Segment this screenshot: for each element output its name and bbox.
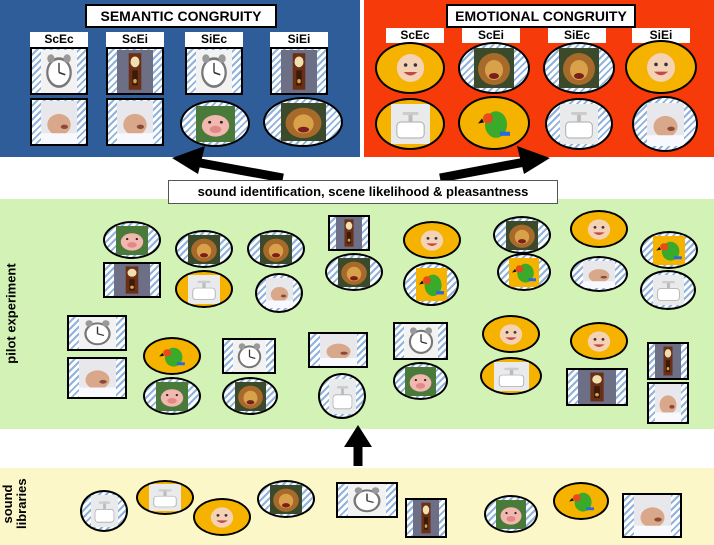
stimulus-tile: [625, 40, 697, 94]
semantic-panel-title: SEMANTIC CONGRUITY: [85, 4, 277, 28]
stimulus-tile: [458, 42, 530, 94]
semantic-condition-scei: ScEi: [106, 32, 164, 47]
stimulus-tile: [622, 493, 682, 538]
stimulus-tile: [570, 210, 628, 248]
stimulus-tile: [180, 100, 250, 147]
emotional-condition-scei: ScEi: [462, 28, 520, 43]
stimulus-tile: [263, 97, 343, 147]
stimulus-tile: [175, 270, 233, 308]
stimulus-tile: [106, 47, 164, 95]
stimulus-tile: [480, 357, 542, 395]
emotional-condition-siei: SiEi: [632, 28, 690, 43]
stimulus-tile: [375, 42, 445, 94]
pilot-experiment-label: pilot experiment: [3, 263, 19, 364]
arrow-from-libraries: [344, 425, 372, 466]
emotional-condition-siec: SiEc: [548, 28, 606, 43]
stimulus-tile: [545, 98, 613, 150]
stimulus-tile: [30, 47, 88, 95]
stimulus-tile: [247, 230, 305, 268]
arrow-to-emotional: [439, 146, 550, 183]
semantic-condition-siei: SiEi: [270, 32, 328, 47]
stimulus-tile: [647, 382, 689, 424]
stimulus-tile: [570, 322, 628, 360]
stimulus-tile: [30, 98, 88, 146]
stimulus-tile: [566, 368, 628, 406]
stimulus-tile: [647, 342, 689, 380]
emotional-condition-scec: ScEc: [386, 28, 444, 43]
stimulus-tile: [103, 262, 161, 298]
stimulus-tile: [543, 42, 615, 94]
ratings-bar: sound identification, scene likelihood &…: [168, 180, 558, 204]
stimulus-tile: [336, 482, 398, 518]
stimulus-tile: [185, 47, 243, 95]
stimulus-tile: [222, 377, 278, 415]
stimulus-tile: [393, 362, 448, 400]
stimulus-tile: [106, 98, 164, 146]
stimulus-tile: [308, 332, 368, 368]
stimulus-tile: [175, 230, 233, 268]
stimulus-tile: [193, 498, 251, 536]
stimulus-tile: [497, 253, 551, 291]
stimulus-tile: [640, 231, 698, 269]
stimulus-tile: [318, 373, 366, 419]
stimulus-tile: [103, 221, 161, 259]
stimulus-tile: [255, 273, 303, 313]
stimulus-tile: [570, 256, 628, 292]
stimulus-tile: [484, 495, 538, 533]
stimulus-tile: [143, 337, 201, 375]
stimulus-tile: [640, 270, 696, 310]
stimulus-tile: [403, 221, 461, 259]
semantic-condition-scec: ScEc: [30, 32, 88, 47]
stimulus-tile: [328, 215, 370, 251]
stimulus-tile: [67, 315, 127, 351]
sound-libraries-label: sound libraries: [0, 478, 29, 529]
semantic-condition-siec: SiEc: [185, 32, 243, 47]
stimulus-tile: [493, 216, 551, 254]
stimulus-tile: [270, 47, 328, 95]
stimulus-tile: [222, 338, 276, 374]
stimulus-tile: [403, 262, 459, 306]
stimulus-tile: [143, 377, 201, 415]
stimulus-tile: [393, 322, 448, 360]
stimulus-tile: [80, 490, 128, 532]
stimulus-tile: [67, 357, 127, 399]
stimulus-tile: [405, 498, 447, 538]
stimulus-tile: [375, 98, 445, 150]
stimulus-tile: [257, 480, 315, 518]
stimulus-tile: [553, 482, 609, 520]
arrow-to-semantic: [172, 146, 284, 183]
stimulus-tile: [136, 480, 194, 515]
stimulus-tile: [632, 96, 698, 152]
stimulus-tile: [458, 96, 530, 150]
stimulus-tile: [482, 315, 540, 353]
emotional-panel-title: EMOTIONAL CONGRUITY: [446, 4, 636, 28]
stimulus-tile: [325, 253, 383, 291]
